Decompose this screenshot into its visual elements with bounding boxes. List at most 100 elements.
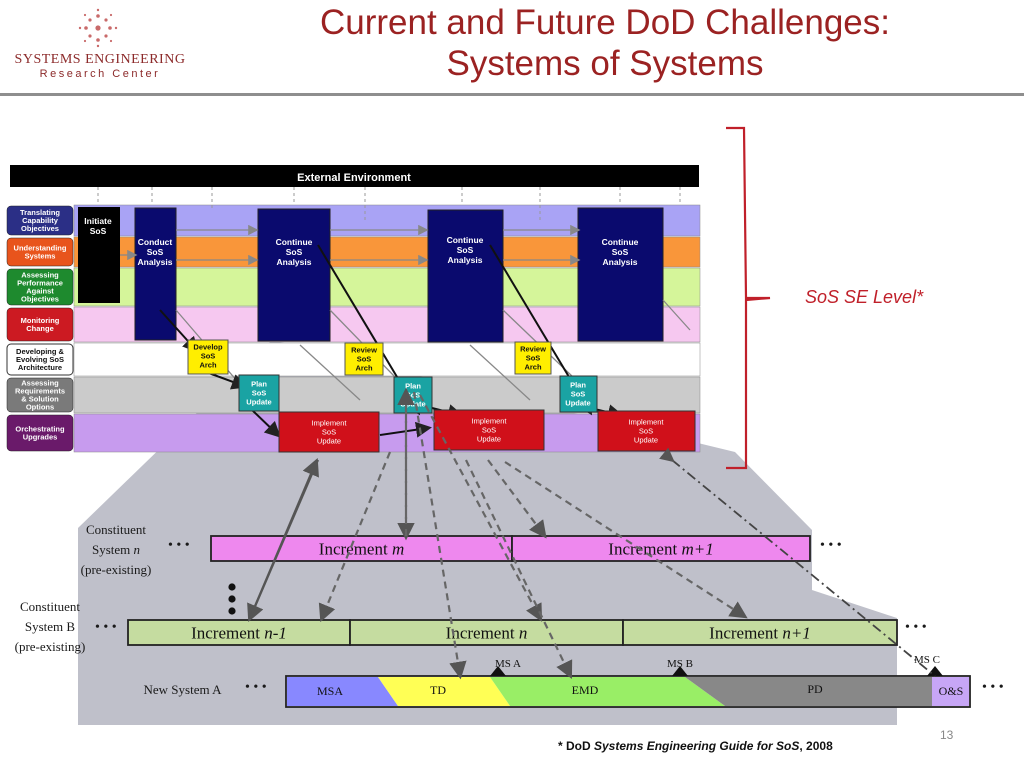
ellipsis-m-left: • • • — [168, 538, 190, 553]
review-sos-arch-1-line-0: Review — [520, 345, 546, 354]
new-system-a-label: New System A — [143, 682, 222, 697]
phase-label-0: MSA — [317, 684, 343, 698]
increment-m — [210, 535, 513, 562]
logo: SYSTEMS ENGINEERING Research Center — [8, 8, 188, 80]
logo-text-top: SYSTEMS ENGINEERING — [14, 52, 186, 67]
plan-sos-update-1-line-2: Update — [400, 400, 425, 409]
swimlane-band-5 — [73, 376, 701, 414]
continue-sos-analysis-box-0 — [257, 208, 331, 342]
plan-sos-update-box-2 — [559, 375, 598, 413]
row-label-5-line-2: & Solution — [21, 395, 59, 404]
constituent-system-b-line1: Constituent — [20, 599, 80, 614]
env-verticals — [97, 187, 681, 220]
plan-sos-update-1-line-1: SoS — [406, 391, 421, 400]
plan-sos-update-box-0 — [238, 374, 280, 412]
row-label-box-4 — [6, 343, 74, 376]
increment-m-plus-1 — [511, 535, 811, 562]
implement-sos-update-1-line-0: Implement — [471, 417, 507, 426]
continue-sos-analysis-0-line-0: Continue — [276, 237, 313, 247]
analysis-boxes: InitiateSoSConductSoSAnalysisContinueSoS… — [78, 207, 664, 343]
constituent-system-b-line2: System B — [24, 619, 76, 634]
continue-sos-analysis-1-line-0: Continue — [447, 235, 484, 245]
row-label-1-line-0: Understanding — [14, 244, 67, 253]
conduct-sos-analysis-line-0: Conduct — [138, 237, 173, 247]
plan-sos-update-1-line-0: Plan — [405, 382, 421, 391]
title-divider — [0, 93, 1024, 96]
row-label-0-line-2: Objectives — [21, 224, 59, 233]
increment-n-plus-1-label: Increment n+1 — [709, 624, 811, 643]
increment-m-label: Increment m — [319, 540, 404, 559]
conduct-sos-analysis-line-2: Analysis — [138, 257, 173, 267]
implement-sos-update-2-line-1: SoS — [639, 427, 653, 436]
phase-label-2: EMD — [572, 683, 599, 697]
implement-sos-update-box-2 — [597, 410, 696, 452]
continue-sos-analysis-2-line-2: Analysis — [603, 257, 638, 267]
phase-td — [378, 677, 510, 706]
row-label-box-0 — [6, 205, 74, 236]
external-environment-label: External Environment — [297, 172, 411, 184]
constituent-system-n-line1: Constituent — [86, 522, 146, 537]
continue-sos-analysis-box-1 — [427, 209, 504, 343]
plan-sos-update-2-line-2: Update — [565, 399, 590, 408]
footnote-title: Systems Engineering Guide for SoS — [594, 739, 800, 753]
milestone-marker-2 — [927, 666, 943, 676]
constituent-system-b-label: Constituent System B (pre-existing) — [0, 597, 100, 657]
review-sos-arch-0-line-2: Arch — [355, 364, 373, 373]
implement-sos-update-2-line-0: Implement — [628, 418, 664, 427]
constituent-system-b-line3: (pre-existing) — [14, 639, 86, 654]
continue-sos-analysis-1-line-1: SoS — [457, 245, 474, 255]
ellipsis-b-left: • • • — [95, 620, 117, 635]
continue-sos-analysis-2-line-1: SoS — [612, 247, 629, 257]
row-label-box-1 — [6, 237, 74, 267]
implement-sos-update-2-line-2: Update — [634, 436, 658, 445]
conduct-sos-analysis-box — [134, 207, 177, 341]
continue-sos-analysis-2-line-0: Continue — [602, 237, 639, 247]
row-label-0-line-1: Capability — [22, 216, 59, 225]
constituent-system-n-line3: (pre-existing) — [80, 562, 152, 577]
constituent-system-n-label: Constituent System n (pre-existing) — [60, 520, 172, 580]
milestone-label-2: MS C — [914, 654, 940, 666]
continue-sos-analysis-0-line-2: Analysis — [277, 257, 312, 267]
implement-sos-update-box-0 — [278, 411, 380, 453]
row-label-2-line-3: Objectives — [21, 295, 59, 304]
row-label-3-line-1: Change — [26, 324, 54, 333]
phase-label-4: O&S — [939, 684, 964, 698]
phase-msa — [287, 677, 398, 706]
implement-sos-update-1-line-2: Update — [477, 435, 501, 444]
review-sos-arch-box-1 — [514, 341, 552, 375]
constituent-system-n-line2: System n — [91, 542, 141, 557]
row-label-3-line-0: Monitoring — [21, 316, 60, 325]
milestone-marker-0 — [490, 666, 506, 676]
increment-n-minus-1-label: Increment n-1 — [191, 624, 287, 643]
ellipsis-m-right: • • • — [820, 538, 842, 553]
increment-m-plus-1-label: Increment m+1 — [608, 540, 713, 559]
milestone-marker-1 — [672, 666, 688, 676]
review-sos-arch-1-line-1: SoS — [526, 354, 541, 363]
row-labels: TranslatingCapabilityObjectivesUnderstan… — [6, 205, 74, 452]
phase-pd — [685, 677, 932, 706]
initiate-sos-line-1: SoS — [90, 226, 107, 236]
ellipsis-a-right: • • • — [982, 680, 1004, 695]
milestone-label-0: MS A — [495, 658, 521, 670]
implement-sos-update-box-1 — [433, 409, 545, 451]
increment-n-minus-1 — [127, 619, 351, 646]
row-label-box-2 — [6, 268, 74, 306]
review-sos-arch-1-line-2: Arch — [524, 363, 542, 372]
continue-sos-analysis-1-line-2: Analysis — [448, 255, 483, 265]
row-label-2-line-2: Against — [26, 287, 54, 296]
slide-title-line1: Current and Future DoD Challenges: — [319, 3, 890, 42]
plan-sos-update-0-line-2: Update — [246, 398, 271, 407]
initiate-sos-line-0: Initiate — [84, 216, 112, 226]
initiate-sos-box — [78, 207, 120, 303]
row-label-2-line-0: Assessing — [21, 271, 59, 280]
row-label-4-line-1: Evolving SoS — [16, 355, 64, 364]
row-label-box-5 — [6, 377, 74, 413]
slide-title-line2: Systems of Systems — [446, 44, 764, 83]
implement-sos-update-0-line-0: Implement — [311, 419, 347, 428]
sos-level-bracket — [726, 126, 771, 470]
phase-os — [932, 677, 969, 706]
row-label-2-line-1: Performance — [17, 279, 63, 288]
footnote-year: , 2008 — [799, 739, 833, 753]
